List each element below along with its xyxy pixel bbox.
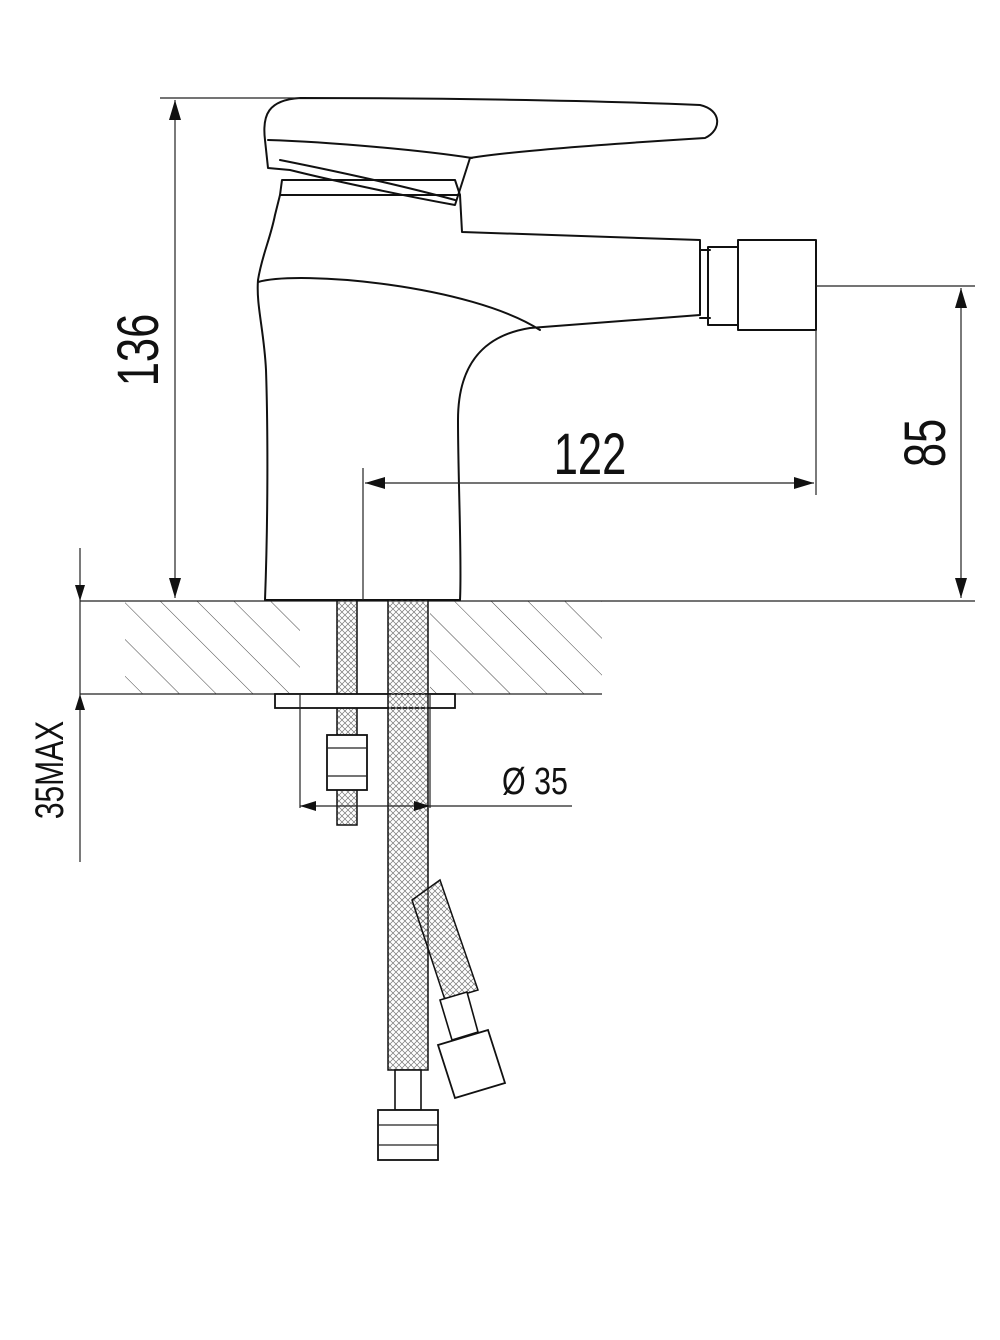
body-outline bbox=[256, 194, 701, 601]
dimension-hole-diameter: Ø 35 bbox=[299, 694, 572, 811]
deck-thickness-label: 35MAX bbox=[28, 721, 72, 819]
hose-straight-nut bbox=[377, 1109, 439, 1161]
outlet-nozzle bbox=[737, 239, 817, 331]
dimension-deck-thickness: 35MAX bbox=[28, 548, 85, 862]
cartridge-collar bbox=[279, 179, 461, 196]
height-total-label: 136 bbox=[106, 314, 170, 387]
threaded-stud bbox=[336, 599, 358, 826]
body-shoulder bbox=[257, 277, 541, 331]
lever-handle bbox=[263, 97, 719, 206]
countertop-left-hatch bbox=[125, 601, 300, 694]
reach-label: 122 bbox=[554, 422, 627, 486]
flexible-hoses bbox=[377, 599, 507, 1161]
outlet-height-label: 85 bbox=[893, 419, 957, 467]
aerator-ring bbox=[707, 246, 739, 326]
lever-detail-lower bbox=[279, 159, 456, 201]
hose-angled-nut bbox=[436, 1028, 507, 1100]
lever-detail bbox=[267, 139, 473, 159]
dimension-outlet-height: 85 bbox=[816, 285, 975, 598]
fixing-nut bbox=[326, 734, 368, 791]
countertop-section bbox=[80, 600, 975, 695]
hose-straight bbox=[387, 599, 429, 1071]
faucet-body bbox=[256, 97, 817, 601]
hose-angled bbox=[411, 878, 479, 1001]
hose-straight-ferrule bbox=[394, 1069, 422, 1111]
countertop-right-hatch bbox=[430, 601, 602, 694]
dimension-height-total: 136 bbox=[106, 97, 300, 598]
hole-diameter-label: Ø 35 bbox=[502, 761, 568, 803]
hose-angled-ferrule bbox=[439, 991, 479, 1042]
dimension-reach: 122 bbox=[362, 330, 817, 600]
